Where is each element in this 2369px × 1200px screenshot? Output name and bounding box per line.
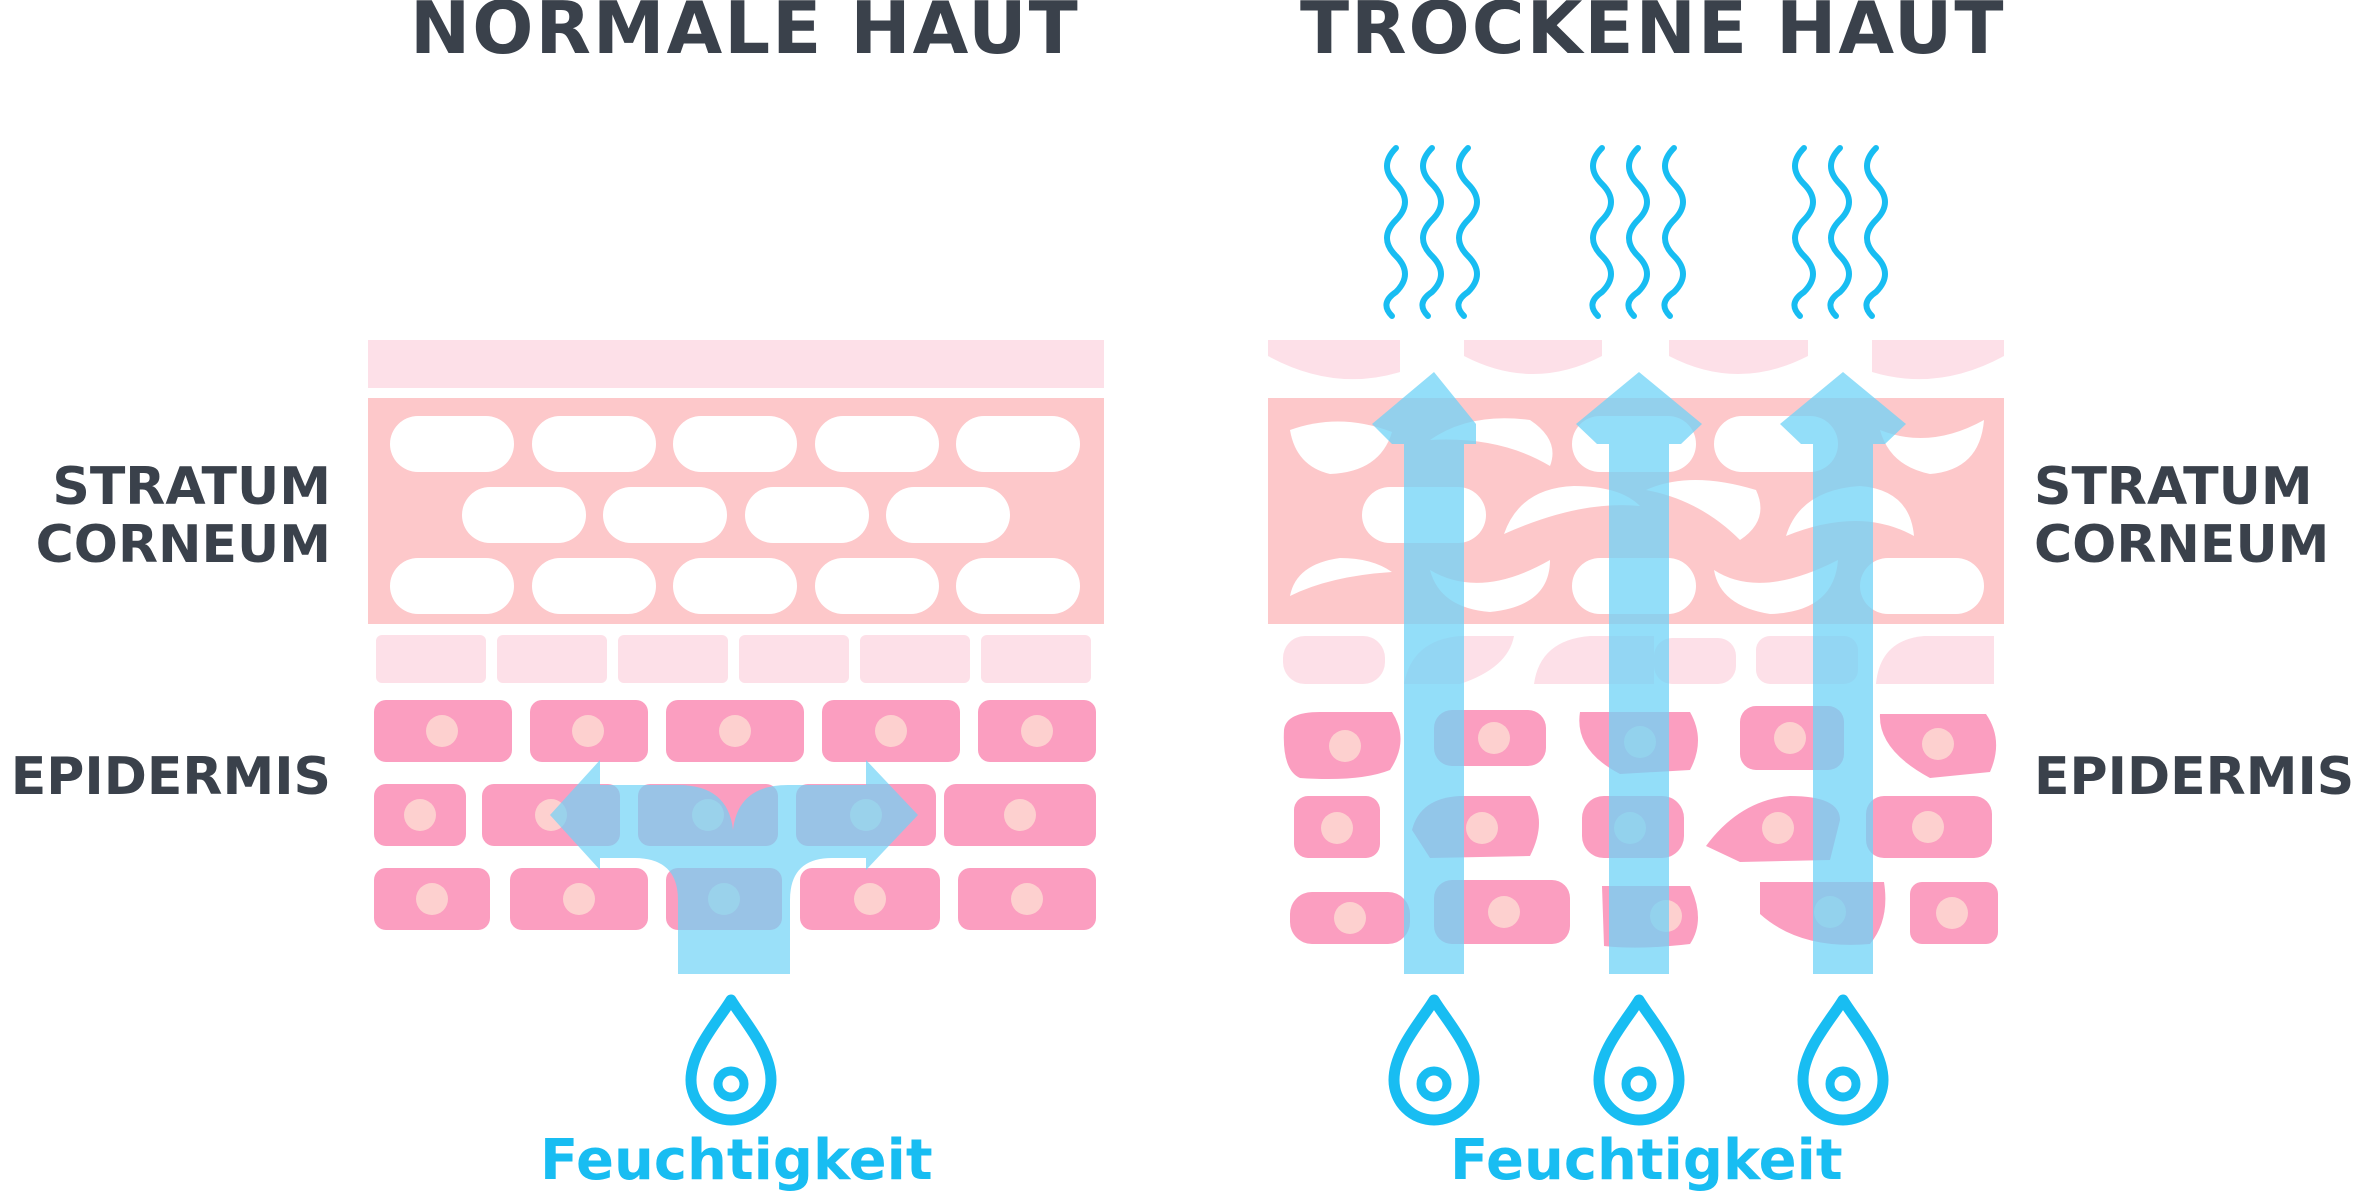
corneum-line: CORNEUM: [35, 515, 331, 575]
normal-epidermis-label: EPIDERMIS: [10, 747, 331, 807]
water-drop-icon: [691, 1000, 771, 1120]
normal-top-layer: [368, 340, 1104, 388]
evaporation-wave-icon: [1628, 148, 1647, 316]
evaporation-wave-icon: [1592, 148, 1611, 316]
evaporation-wave-icon: [1458, 148, 1477, 316]
normal-granular-layer: [376, 635, 1091, 683]
dry-top-flakes: [1268, 340, 2004, 380]
upward-arrow-icon: [1372, 372, 1476, 974]
evaporation-wave-icon: [1422, 148, 1441, 316]
dry-skin-panel: [1268, 148, 2004, 1120]
stratum-line: STRATUM: [52, 457, 331, 517]
evaporation-waves: [1386, 148, 1885, 316]
upward-arrow-icon: [1780, 372, 1906, 974]
dry-skin-title: TROCKENE HAUT: [1300, 0, 2006, 70]
evaporation-wave-icon: [1866, 148, 1885, 316]
stratum-line: STRATUM: [2034, 457, 2313, 517]
water-drop-icon: [1394, 1000, 1474, 1120]
dry-stratum-corneum-label: STRATUM CORNEUM: [2034, 458, 2329, 574]
normal-skin-panel: [368, 340, 1104, 1120]
normal-corneocytes: [390, 416, 1080, 614]
split-arrow-icon: [550, 760, 918, 974]
normal-moisture-label: Feuchtigkeit: [540, 1128, 933, 1193]
water-drop-icon: [1803, 1000, 1883, 1120]
normal-skin-title: NORMALE HAUT: [410, 0, 1080, 70]
dry-moisture-label: Feuchtigkeit: [1450, 1128, 1843, 1193]
evaporation-wave-icon: [1794, 148, 1813, 316]
evaporation-wave-icon: [1386, 148, 1405, 316]
evaporation-wave-icon: [1664, 148, 1683, 316]
water-drop-icon: [1599, 1000, 1679, 1120]
dry-epidermis-label: EPIDERMIS: [2034, 747, 2355, 807]
upward-arrow-icon: [1576, 372, 1702, 974]
dry-upward-arrows: [1372, 372, 1906, 974]
corneum-line: CORNEUM: [2034, 515, 2330, 575]
normal-stratum-corneum-label: STRATUM CORNEUM: [36, 458, 331, 574]
evaporation-wave-icon: [1830, 148, 1849, 316]
